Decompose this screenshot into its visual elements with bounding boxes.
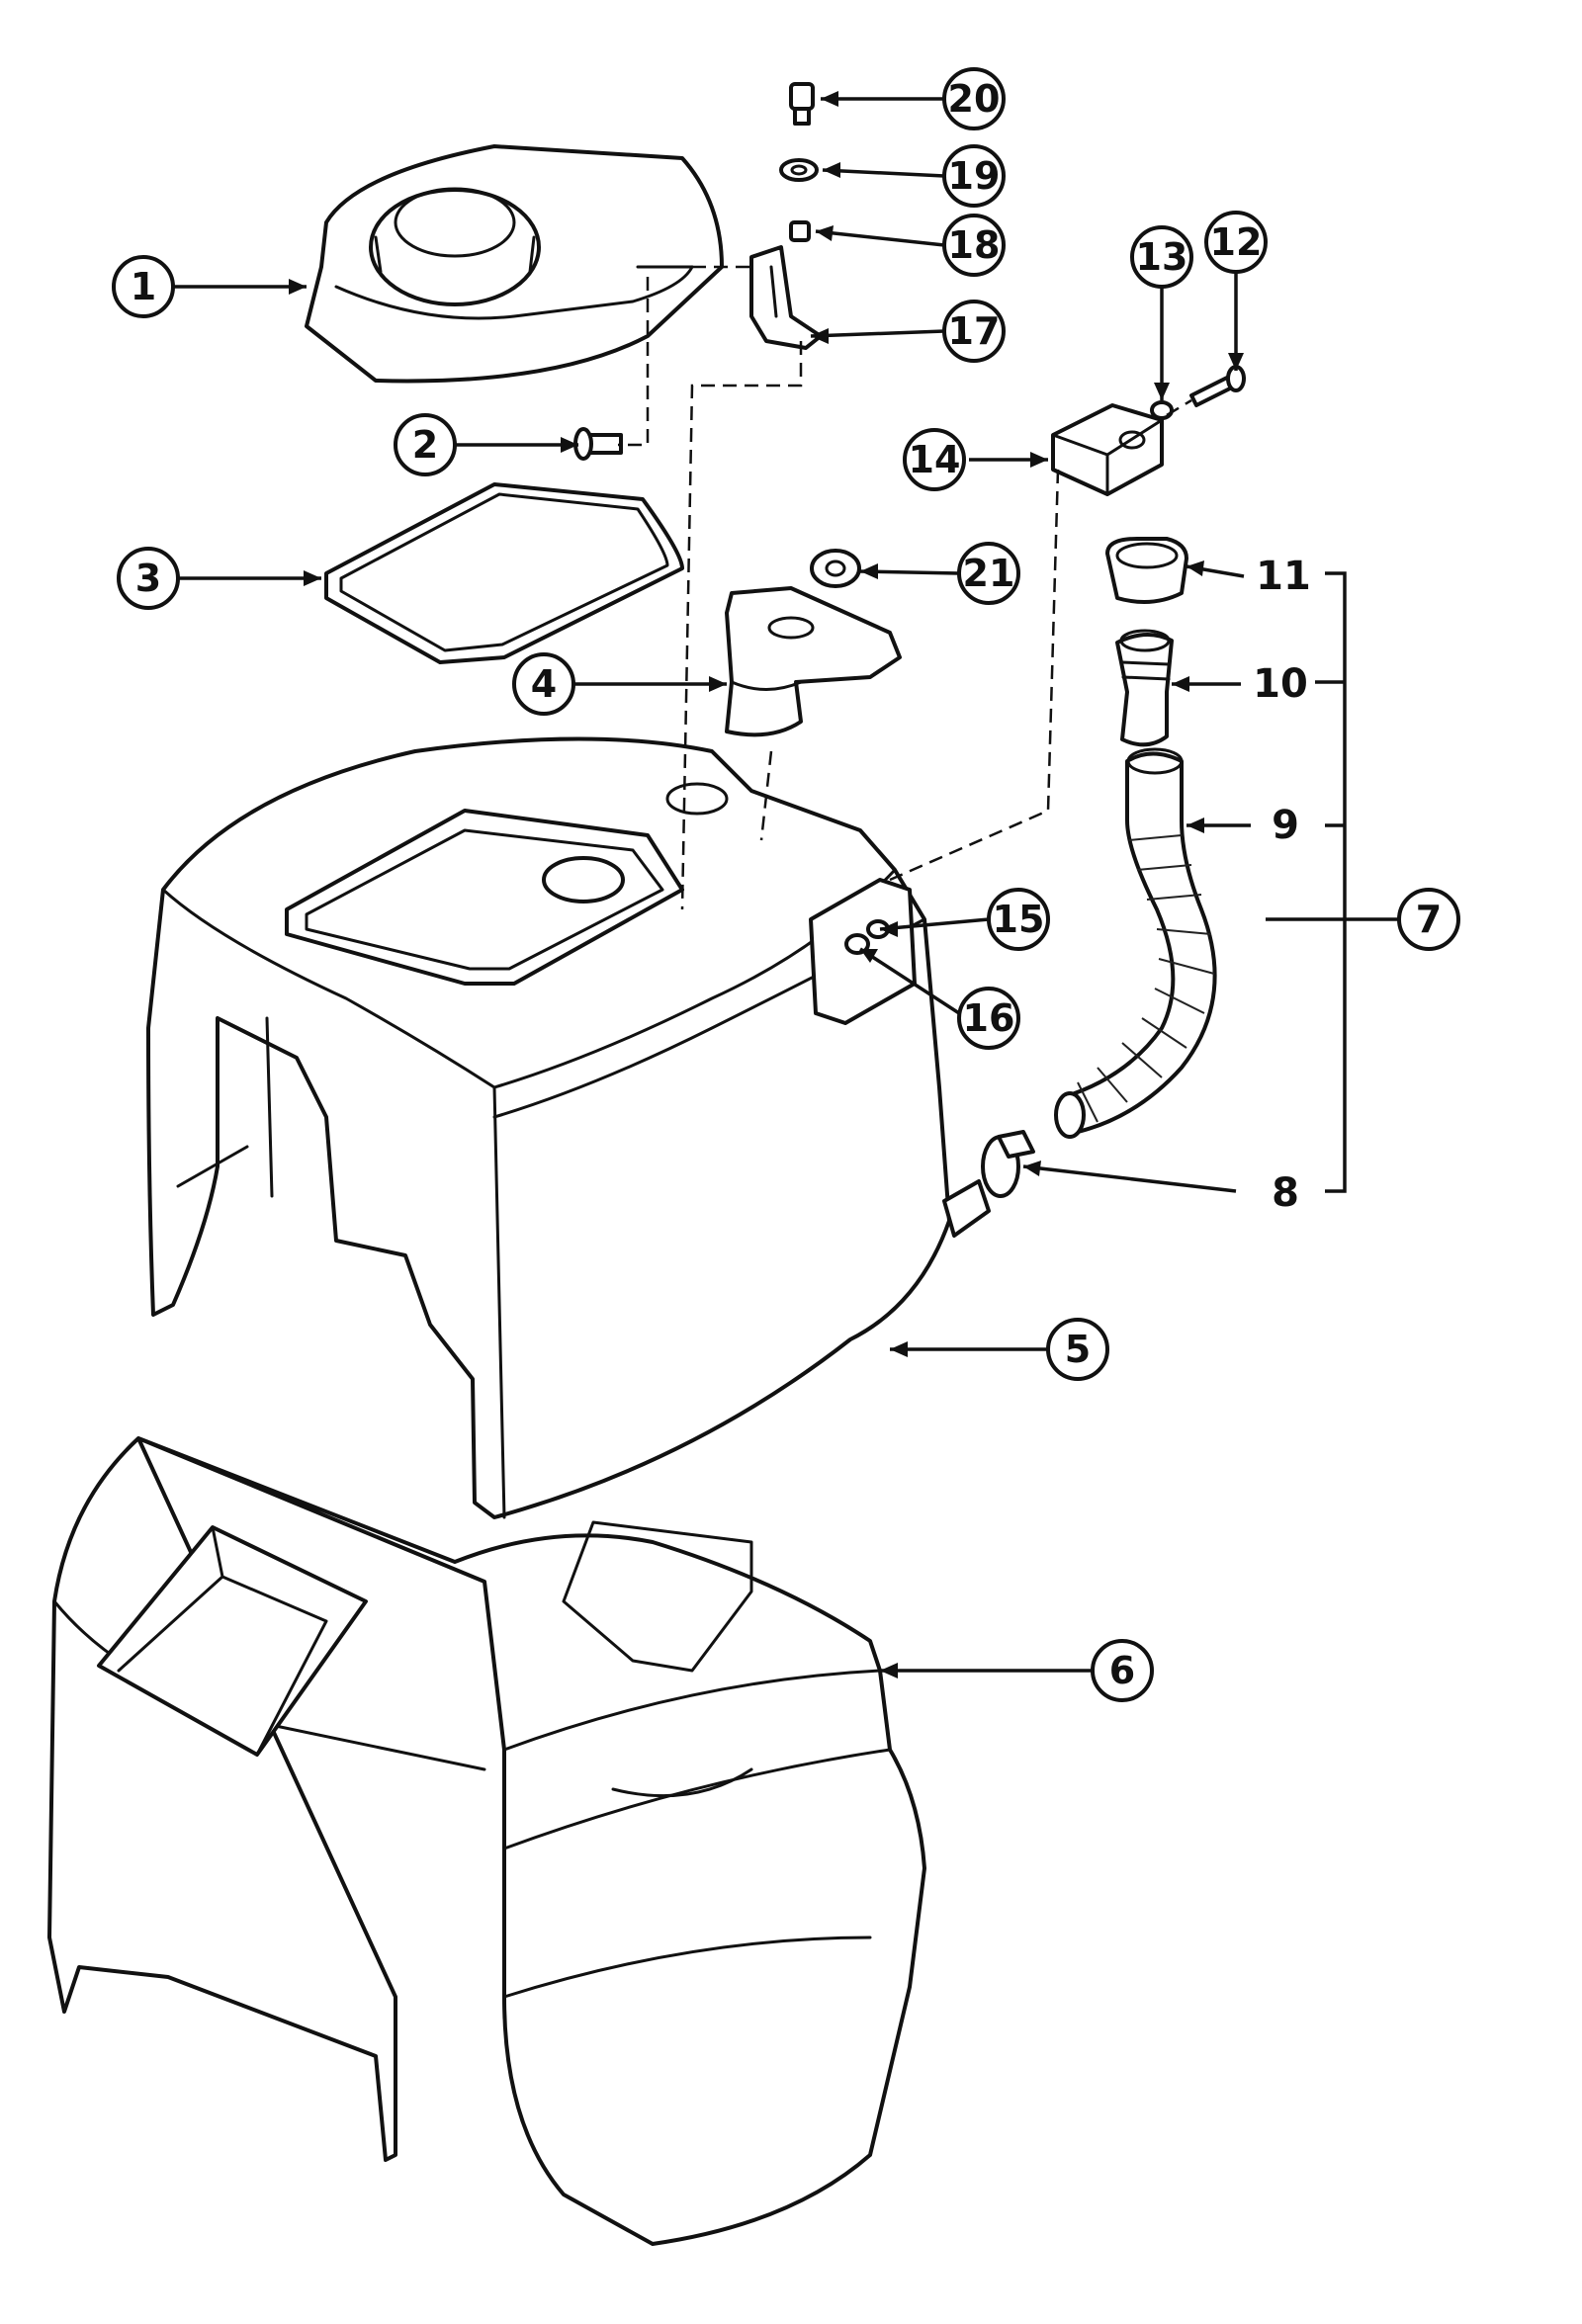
callout-7: 7 (1397, 888, 1460, 951)
callout-17-label: 17 (948, 309, 1001, 353)
arrowheads (289, 91, 1244, 1678)
washer-part-19 (779, 158, 819, 182)
callout-18-label: 18 (948, 223, 1001, 267)
callout-11-label: 11 (1256, 554, 1311, 599)
callout-16-label: 16 (963, 996, 1015, 1040)
callout-3: 3 (117, 547, 180, 610)
callout-5-label: 5 (1065, 1328, 1091, 1371)
callout-6-label: 6 (1109, 1649, 1135, 1692)
callout-1: 1 (112, 255, 175, 318)
callout-9: 9 (1272, 803, 1299, 848)
grommet-part-21 (810, 549, 861, 588)
callout-8-label: 8 (1272, 1170, 1299, 1216)
screw-part-12 (1189, 365, 1246, 407)
hose-clamp-part-8 (981, 1130, 1035, 1198)
callout-11: 11 (1256, 554, 1311, 599)
base-part-6 (47, 1436, 926, 2246)
cap-nut-part-11 (1105, 537, 1188, 604)
callout-3-label: 3 (135, 557, 161, 600)
callout-7-label: 7 (1416, 898, 1442, 941)
bolt-part-20 (789, 82, 815, 126)
callout-14-label: 14 (909, 438, 961, 481)
hinge-bracket-part-17 (749, 245, 823, 350)
neck-part-4 (725, 586, 902, 737)
callout-20-label: 20 (948, 77, 1001, 121)
gasket-part (324, 482, 684, 664)
callout-9-label: 9 (1272, 803, 1299, 848)
callout-6: 6 (1091, 1639, 1154, 1702)
callout-8: 8 (1272, 1170, 1299, 1216)
callout-4-label: 4 (531, 662, 557, 706)
hose-adapter-part-10 (1115, 629, 1174, 747)
callout-12: 12 (1204, 211, 1268, 274)
callout-17: 17 (942, 300, 1006, 363)
callout-5: 5 (1046, 1318, 1109, 1381)
assembly-guide-lines (618, 265, 1192, 910)
leader-lines (173, 97, 1347, 1673)
callout-12-label: 12 (1210, 220, 1263, 264)
callout-15-label: 15 (993, 898, 1045, 941)
callout-13-label: 13 (1136, 235, 1188, 279)
lid-part (305, 144, 724, 384)
callout-13: 13 (1130, 225, 1193, 289)
callout-16: 16 (957, 987, 1020, 1050)
callout-21: 21 (957, 542, 1020, 605)
callout-19-label: 19 (948, 154, 1001, 198)
bushing-part-18 (789, 220, 811, 242)
callout-15: 15 (987, 888, 1050, 951)
callout-10-label: 10 (1253, 661, 1308, 707)
callout-19: 19 (942, 144, 1006, 208)
callout-4: 4 (512, 652, 575, 716)
tank-part-5 (146, 736, 991, 1519)
callout-18: 18 (942, 214, 1006, 277)
clamp-block-part-14 (1051, 403, 1164, 496)
screw-part-2 (573, 427, 623, 461)
callout-20: 20 (942, 67, 1006, 130)
callout-10: 10 (1253, 661, 1308, 707)
callout-1-label: 1 (131, 265, 156, 308)
hose-part-9 (1054, 747, 1217, 1139)
callout-2: 2 (394, 413, 457, 476)
callout-14: 14 (903, 428, 966, 491)
lock-washer-part-13 (1150, 400, 1174, 420)
callout-2-label: 2 (412, 423, 438, 467)
callout-21-label: 21 (963, 552, 1015, 595)
